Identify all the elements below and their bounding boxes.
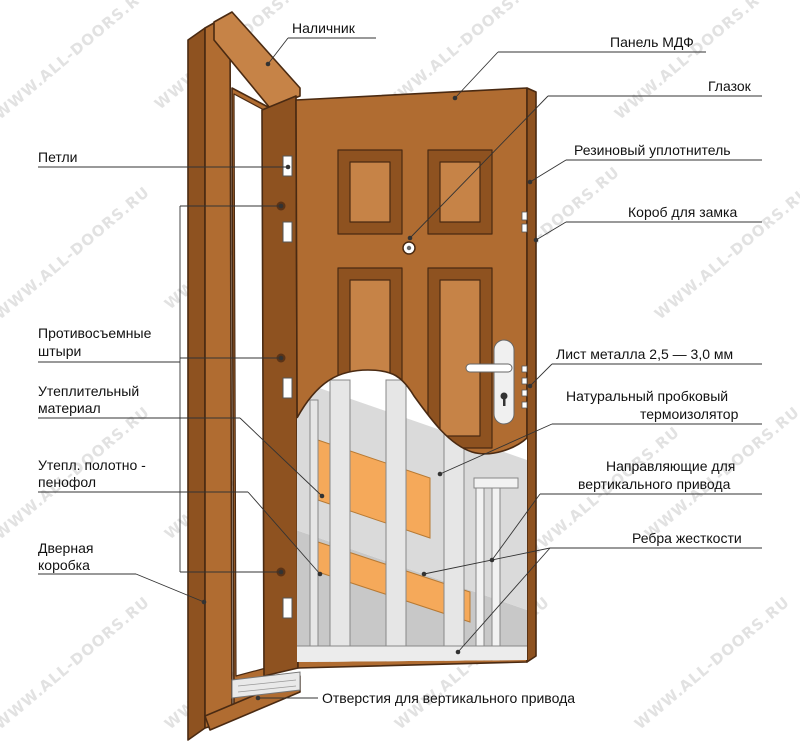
label-uteplitel-line1: Утеплительный [38, 383, 139, 399]
hinge-slot [282, 377, 293, 399]
label-napravl-line2: вертикального привода [578, 476, 731, 492]
door-handle [465, 339, 515, 425]
door-cutaway [297, 370, 527, 662]
watermark: WWW.ALL-DOORS.RU [611, 0, 773, 123]
label-korobka-line1: Дверная [38, 540, 93, 556]
mdf-panel-upper-right [427, 149, 493, 235]
callout-labels: Наличник Панель МДФ Глазок Петли Резинов… [38, 20, 752, 706]
label-uplotnitel: Резиновый уплотнитель [574, 142, 731, 158]
label-list-metalla: Лист металла 2,5 — 3,0 мм [556, 346, 733, 362]
label-nalichnik: Наличник [292, 20, 356, 36]
watermark: WWW.ALL-DOORS.RU [631, 593, 793, 733]
watermark: WWW.ALL-DOORS.RU [0, 183, 153, 323]
label-shtyri-line1: Противосъемные [38, 325, 152, 341]
label-glazok: Глазок [708, 78, 752, 94]
label-rebra: Ребра жесткости [632, 530, 742, 546]
watermark: WWW.ALL-DOORS.RU [0, 0, 153, 123]
hinge-slot [282, 597, 293, 619]
label-korob-zamka: Короб для замка [628, 204, 737, 220]
label-napravl-line1: Направляющие для [606, 458, 735, 474]
label-otverstiya: Отверстия для вертикального привода [322, 690, 575, 706]
label-petli: Петли [38, 149, 77, 165]
peephole-lens [406, 245, 412, 251]
label-probka-line1: Натуральный пробковый [566, 388, 728, 404]
label-korobka-line2: коробка [38, 557, 90, 573]
mdf-panel-upper-left [337, 149, 403, 235]
leader-lines [38, 37, 762, 701]
guides [473, 477, 519, 662]
label-penofol-line2: пенофол [38, 474, 96, 490]
label-shtyri-line2: штыри [38, 343, 81, 359]
label-uteplitel-line2: материал [38, 400, 101, 416]
label-panel-mdf: Панель МДФ [610, 34, 694, 50]
label-probka-line2: термоизолятор [640, 406, 739, 422]
watermark: WWW.ALL-DOORS.RU [0, 593, 153, 733]
label-penofol-line1: Утепл. полотно - [38, 457, 146, 473]
stiffening-ribs [309, 379, 465, 662]
door-frame [187, 11, 301, 741]
hinge-slot [282, 221, 293, 243]
mdf-panel-lower-right [427, 267, 493, 449]
